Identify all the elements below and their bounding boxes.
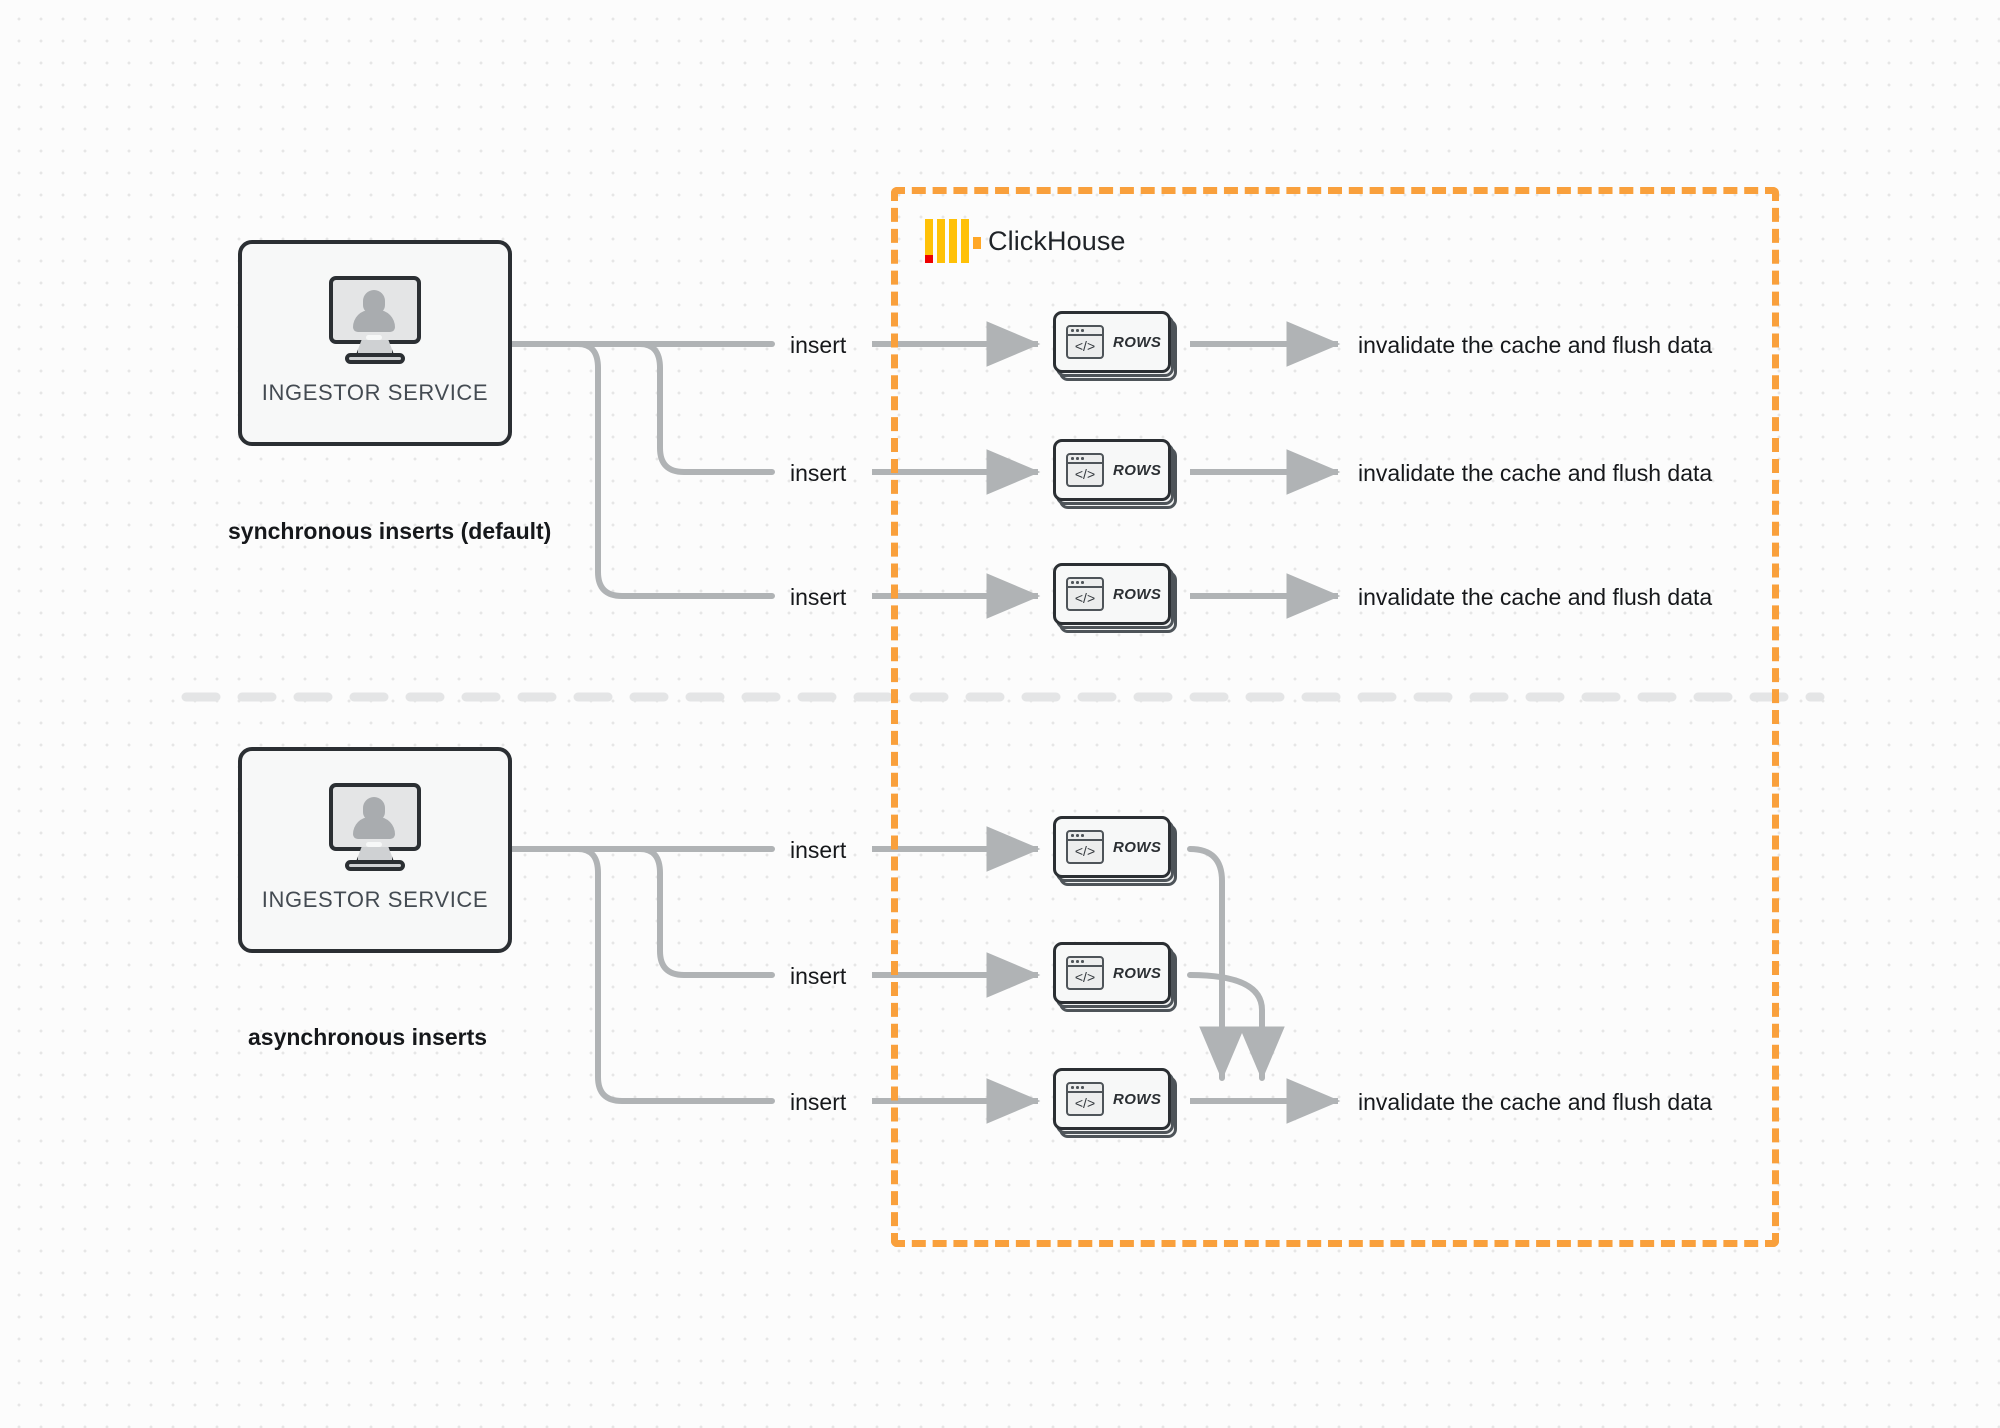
- section-caption-sync: synchronous inserts (default): [228, 518, 552, 544]
- rows-node-sync-2[interactable]: </> ROWS: [1053, 439, 1177, 509]
- ingestor-service-label: INGESTOR SERVICE: [261, 380, 489, 405]
- edge-label-insert-sync-2: insert: [790, 460, 847, 486]
- sync-branch-edges: [509, 341, 775, 599]
- ingestor-service-label: INGESTOR SERVICE: [261, 887, 489, 912]
- rows-node-sync-3[interactable]: </> ROWS: [1053, 563, 1177, 633]
- clickhouse-logo-icon: [925, 219, 981, 263]
- clickhouse-boundary: [891, 187, 1779, 1247]
- rows-node-label: ROWS: [1113, 1090, 1162, 1108]
- rows-node-async-1[interactable]: </> ROWS: [1053, 816, 1177, 886]
- clickhouse-brand: ClickHouse: [925, 219, 1126, 263]
- rows-node-async-3[interactable]: </> ROWS: [1053, 1068, 1177, 1138]
- code-window-icon: </>: [1066, 453, 1104, 487]
- code-window-icon: </>: [1066, 1082, 1104, 1116]
- code-window-icon: </>: [1066, 577, 1104, 611]
- clickhouse-brand-label: ClickHouse: [988, 225, 1126, 256]
- code-window-icon: </>: [1066, 956, 1104, 990]
- rows-node-label: ROWS: [1113, 333, 1162, 351]
- section-caption-async: asynchronous inserts: [248, 1024, 488, 1050]
- edge-label-insert-async-1: insert: [790, 837, 847, 863]
- async-branch-edges: [509, 846, 775, 1104]
- ingestor-service-node-async[interactable]: INGESTOR SERVICE: [238, 747, 512, 953]
- rows-node-sync-1[interactable]: </> ROWS: [1053, 311, 1177, 381]
- rows-node-label: ROWS: [1113, 461, 1162, 479]
- edge-label-insert-async-2: insert: [790, 963, 847, 989]
- edge-label-flush-async-1: invalidate the cache and flush data: [1358, 1089, 1713, 1115]
- edge-label-flush-sync-3: invalidate the cache and flush data: [1358, 584, 1713, 610]
- edge-label-insert-async-3: insert: [790, 1089, 847, 1115]
- edge-label-insert-sync-3: insert: [790, 584, 847, 610]
- rows-node-async-2[interactable]: </> ROWS: [1053, 942, 1177, 1012]
- rows-node-label: ROWS: [1113, 838, 1162, 856]
- ingestor-service-node-sync[interactable]: INGESTOR SERVICE: [238, 240, 512, 446]
- edge-label-flush-sync-2: invalidate the cache and flush data: [1358, 460, 1713, 486]
- rows-node-label: ROWS: [1113, 964, 1162, 982]
- edge-label-flush-sync-1: invalidate the cache and flush data: [1358, 332, 1713, 358]
- rows-node-label: ROWS: [1113, 585, 1162, 603]
- monitor-user-icon: [325, 276, 425, 364]
- code-window-icon: </>: [1066, 325, 1104, 359]
- code-window-icon: </>: [1066, 830, 1104, 864]
- edge-label-insert-sync-1: insert: [790, 332, 847, 358]
- monitor-user-icon: [325, 783, 425, 871]
